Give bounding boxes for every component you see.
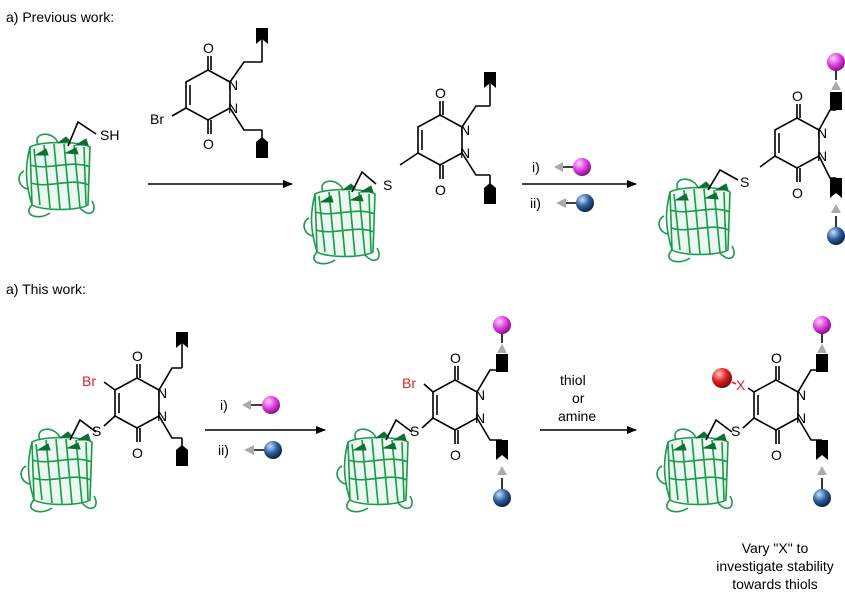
oxygen-label: O — [450, 350, 461, 366]
note-line-2: investigate stability — [716, 558, 834, 574]
gray-triazole-icon — [831, 81, 841, 90]
step-i-label: i) — [220, 397, 228, 413]
note-line-1: Vary "X" to — [742, 540, 809, 556]
blue-click-reagent — [244, 441, 282, 459]
oxygen-label: O — [792, 88, 803, 104]
oxygen-label: O — [771, 350, 782, 366]
oxygen-label: O — [132, 348, 143, 364]
pink-sphere-icon — [827, 53, 845, 71]
nitrogen-label: N — [796, 410, 806, 426]
black-linker-icon — [830, 92, 842, 110]
protein-barrel-icon — [336, 428, 413, 513]
black-linker-icon — [816, 440, 828, 460]
pink-sphere-icon — [493, 316, 511, 334]
bromine-label: Br — [82, 373, 96, 389]
dual-labelled-x-product — [656, 316, 831, 513]
blue-sphere-icon — [264, 441, 282, 459]
pink-click-reagent — [554, 158, 591, 176]
gray-triazole-icon — [817, 344, 827, 353]
nitrogen-label: N — [157, 408, 167, 424]
pink-click-reagent — [242, 396, 280, 414]
nitrogen-label: N — [475, 387, 485, 403]
nitrogen-label: N — [817, 125, 827, 141]
black-linker-icon — [256, 137, 268, 158]
nitrogen-label: N — [228, 77, 238, 93]
red-sphere-icon — [712, 368, 732, 388]
pink-sphere-icon — [813, 316, 831, 334]
black-linker-icon — [816, 354, 828, 372]
protein-barrel-icon — [656, 428, 733, 513]
protein-barrel-icon — [20, 428, 97, 513]
blue-click-reagent — [556, 194, 594, 212]
nitrogen-label: N — [157, 385, 167, 401]
header-this-work: a) This work: — [6, 281, 86, 297]
step-i-label: i) — [532, 159, 540, 175]
nitrogen-label: N — [460, 145, 470, 161]
black-linker-icon — [496, 354, 508, 372]
protein-thiol-start: SH — [18, 120, 119, 218]
x-substituent-label: X — [736, 377, 746, 393]
oxygen-label: O — [435, 182, 446, 198]
blue-sphere-icon — [813, 489, 831, 507]
protein-barrel-icon — [303, 180, 380, 265]
step-ii-label: ii) — [218, 442, 229, 458]
black-linker-icon — [830, 178, 842, 198]
gray-triazole-icon — [831, 204, 841, 213]
gray-triazole-icon — [817, 466, 827, 475]
pink-sphere-icon — [573, 158, 591, 176]
black-linker-icon — [484, 183, 496, 204]
sulfur-label: S — [383, 177, 392, 193]
oxygen-label: O — [203, 40, 214, 56]
nitrogen-label: N — [460, 122, 470, 138]
black-linker-icon — [176, 445, 188, 466]
protein-conjugate-intermediate — [303, 72, 496, 265]
black-linker-icon — [496, 440, 508, 460]
blue-sphere-icon — [493, 489, 511, 507]
gray-triazole-icon — [497, 344, 507, 353]
oxygen-label: O — [450, 447, 461, 463]
nitrogen-label: N — [228, 100, 238, 116]
protein-bromo-conjugate — [20, 332, 188, 513]
note-line-3: towards thiols — [732, 576, 818, 592]
sh-label: SH — [100, 127, 119, 143]
blue-sphere-icon — [827, 227, 845, 245]
bromine-label: Br — [402, 375, 416, 391]
bromo-pyridazinedione-reagent — [171, 56, 262, 134]
gray-triazole-icon — [497, 466, 507, 475]
oxygen-label: O — [771, 447, 782, 463]
condition-or: or — [572, 390, 585, 406]
sulfur-label: S — [410, 423, 419, 439]
sulfur-label: S — [740, 174, 749, 190]
nitrogen-label: N — [475, 410, 485, 426]
oxygen-label: O — [792, 185, 803, 201]
condition-thiol: thiol — [560, 372, 586, 388]
oxygen-label: O — [132, 445, 143, 461]
step-ii-label: ii) — [530, 195, 541, 211]
sulfur-label: S — [731, 423, 740, 439]
blue-sphere-icon — [576, 194, 594, 212]
oxygen-label: O — [435, 85, 446, 101]
sulfur-label: S — [92, 423, 101, 439]
bromine-label: Br — [150, 111, 164, 127]
condition-amine: amine — [558, 408, 596, 424]
header-previous-work: a) Previous work: — [6, 9, 114, 25]
dual-labelled-product-previous — [658, 53, 845, 263]
dual-labelled-bromo-product — [336, 316, 511, 513]
nitrogen-label: N — [817, 148, 827, 164]
oxygen-label: O — [203, 136, 214, 152]
protein-barrel-icon — [658, 178, 735, 263]
nitrogen-label: N — [796, 387, 806, 403]
pink-sphere-icon — [262, 396, 280, 414]
protein-barrel-icon — [18, 133, 95, 218]
